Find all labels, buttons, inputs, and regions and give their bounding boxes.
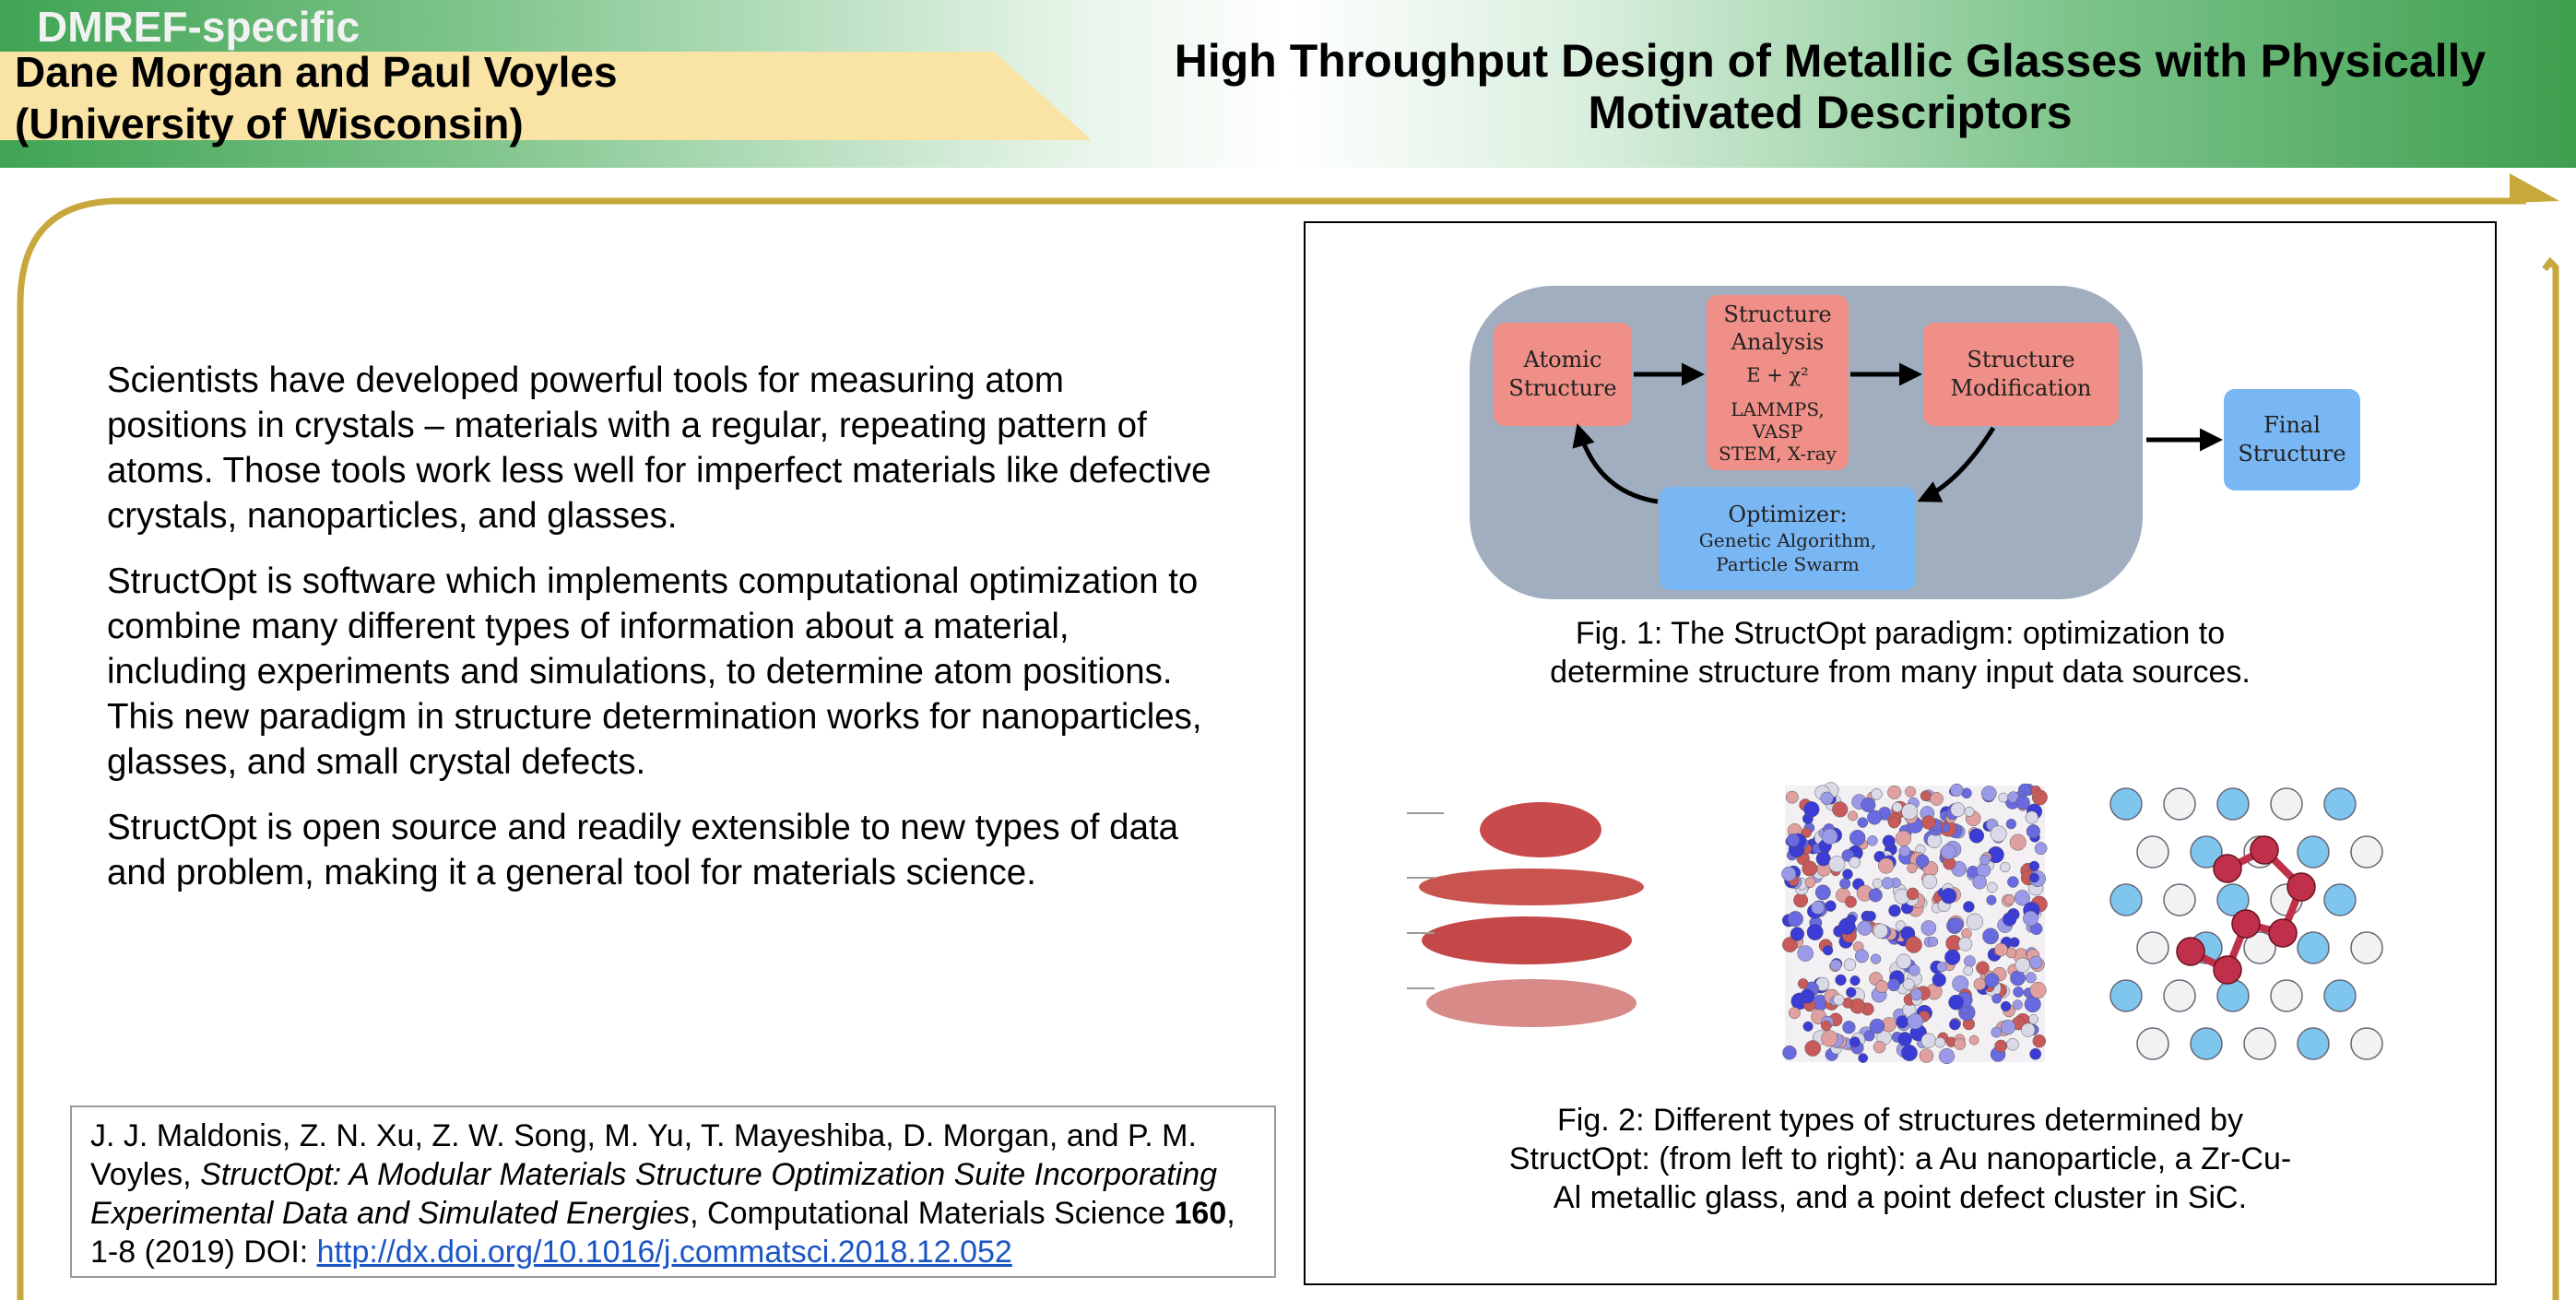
pi-line-2: (University of Wisconsin)	[15, 100, 524, 148]
citation-authors: J. J. Maldonis, Z. N. Xu, Z. W. Song, M.…	[90, 1118, 1197, 1192]
fig2-caption-line-1: Fig. 2: Different types of structures de…	[1557, 1103, 2243, 1138]
figure-panel: Atomic Structure Structure Analysis E + …	[1304, 221, 2497, 1285]
final-structure-line-1: Final	[2263, 412, 2321, 438]
title-line-2: Motivated Descriptors	[1588, 87, 2073, 138]
citation-title: StructOpt: A Modular Materials Structure…	[90, 1157, 1218, 1231]
fig1-caption-line-1: Fig. 1: The StructOpt paradigm: optimiza…	[1575, 616, 2226, 651]
paragraph-intro: Scientists have developed powerful tools…	[107, 360, 1211, 536]
final-structure-node: Final Structure	[2224, 389, 2360, 490]
arrow-modification-to-optimizer	[1917, 426, 1996, 502]
sic-defect-cluster-image	[2109, 787, 2383, 1060]
analysis-formula: E + χ²	[1746, 364, 1809, 386]
atomic-structure-line-2: Structure	[1508, 375, 1617, 401]
citation-pages: , 1-8 (2019) DOI:	[90, 1196, 1235, 1270]
structopt-diagram: Atomic Structure Structure Analysis E + …	[1306, 223, 2495, 629]
optimizer-node: Optimizer: Genetic Algorithm, Particle S…	[1660, 487, 1916, 590]
fig2-caption-line-3: Al metallic glass, and a point defect cl…	[1553, 1180, 2248, 1215]
page-title: High Throughput Design of Metallic Glass…	[1125, 35, 2535, 138]
analysis-line-2: Analysis	[1731, 329, 1825, 355]
paragraph-structopt: StructOpt is software which implements c…	[107, 561, 1202, 782]
figure-1-caption: Fig. 1: The StructOpt paradigm: optimiza…	[1306, 614, 2495, 691]
title-line-1: High Throughput Design of Metallic Glass…	[1174, 35, 2487, 87]
diagram-arrows	[1572, 362, 2223, 504]
analysis-tools-line-1: LAMMPS, VASP	[1731, 398, 1825, 443]
program-label: DMREF-specific	[37, 3, 360, 51]
structure-analysis-node: Structure Analysis E + χ² LAMMPS, VASP S…	[1707, 295, 1849, 470]
structure-modification-node: Structure Modification	[1923, 323, 2119, 426]
metallic-glass-image	[1781, 782, 2048, 1065]
doi-link[interactable]: http://dx.doi.org/10.1016/j.commatsci.20…	[316, 1235, 1012, 1270]
citation-box: J. J. Maldonis, Z. N. Xu, Z. W. Song, M.…	[70, 1105, 1276, 1278]
fig1-caption-line-2: determine structure from many input data…	[1550, 655, 2251, 690]
analysis-line-1: Structure	[1723, 301, 1832, 327]
citation-journal: , Computational Materials Science	[690, 1196, 1166, 1231]
optimizer-line-3: Particle Swarm	[1716, 553, 1860, 575]
atomic-structure-node: Atomic Structure	[1494, 323, 1632, 426]
figure-2-images	[1407, 782, 2383, 1065]
fig2-caption-line-2: StructOpt: (from left to right): a Au na…	[1508, 1141, 2292, 1176]
body-text: Scientists have developed powerful tools…	[107, 358, 1213, 916]
au-nanoparticle-image	[1407, 802, 1644, 1027]
gold-frame	[17, 173, 2559, 1300]
arrow-optimizer-to-atomic	[1572, 423, 1659, 504]
paragraph-open-source: StructOpt is open source and readily ext…	[107, 808, 1179, 892]
modification-line-1: Structure	[1967, 347, 2075, 372]
figure-2-caption: Fig. 2: Different types of structures de…	[1306, 1101, 2495, 1217]
optimizer-line-2: Genetic Algorithm,	[1698, 529, 1877, 551]
analysis-tools-line-2: STEM, X-ray	[1719, 443, 1837, 465]
optimizer-line-1: Optimizer:	[1728, 502, 1848, 527]
pi-line-1: Dane Morgan and Paul Voyles	[15, 48, 618, 96]
pi-names: Dane Morgan and Paul Voyles (University …	[15, 46, 618, 149]
pi-banner	[0, 52, 1092, 140]
citation-volume: 160	[1174, 1196, 1227, 1231]
final-structure-line-2: Structure	[2238, 441, 2346, 467]
modification-line-2: Modification	[1950, 375, 2092, 401]
atomic-structure-line-1: Atomic	[1523, 347, 1602, 372]
